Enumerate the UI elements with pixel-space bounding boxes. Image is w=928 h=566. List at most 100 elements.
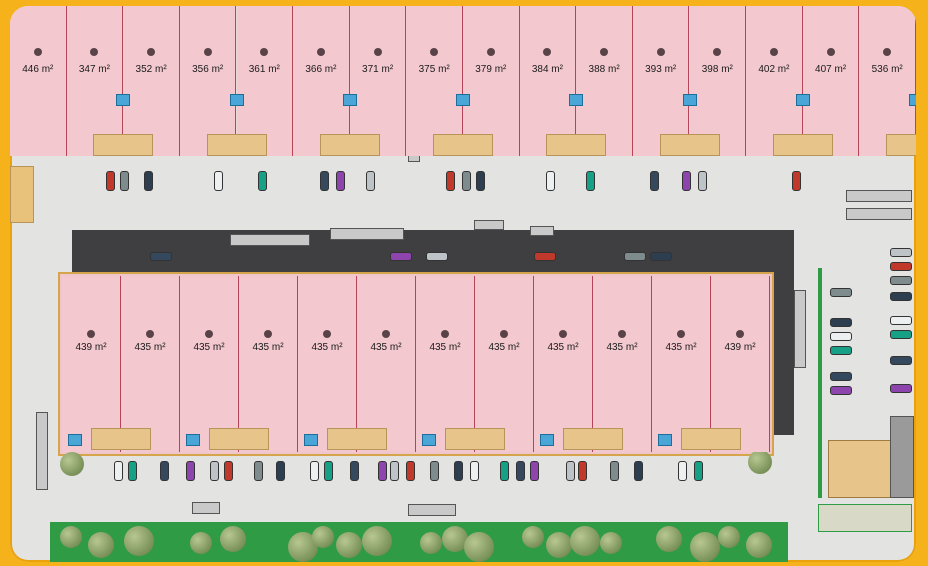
unit-area-label: 361 m²	[248, 64, 280, 75]
truck-icon	[230, 234, 310, 246]
unit-area-label: 435 m²	[311, 342, 343, 353]
parked-car-icon	[694, 461, 703, 481]
warehouse-unit-bottom[interactable]: 435 m²	[534, 276, 593, 452]
unit-number-marker-icon	[769, 48, 778, 56]
parked-car-icon	[430, 461, 439, 481]
unit-area-label: 536 m²	[871, 64, 903, 75]
loading-dock	[563, 428, 623, 450]
parked-car-icon	[476, 171, 485, 191]
parked-car-icon	[586, 171, 595, 191]
parked-car-icon	[320, 171, 329, 191]
parked-car-icon	[470, 461, 479, 481]
parked-car-icon	[128, 461, 137, 481]
loading-dock	[681, 428, 741, 450]
loading-dock	[93, 134, 154, 156]
unit-number-marker-icon	[205, 330, 213, 338]
parked-car-icon	[366, 171, 375, 191]
parked-car-icon	[830, 288, 852, 297]
warehouse-unit-top[interactable]: 361 m²	[236, 6, 294, 156]
parked-car-icon	[214, 171, 223, 191]
warehouse-unit-bottom[interactable]: 435 m²	[593, 276, 652, 452]
warehouse-unit-bottom[interactable]: 439 m²	[711, 276, 770, 452]
parked-car-icon	[516, 461, 525, 481]
warehouse-unit-top[interactable]: 375 m²	[406, 6, 463, 156]
tree-icon	[362, 526, 392, 556]
warehouse-unit-top[interactable]: 536 m²	[859, 6, 916, 156]
tree-icon	[88, 532, 114, 558]
warehouse-unit-top[interactable]: 384 m²	[519, 6, 577, 156]
unit-number-marker-icon	[826, 48, 835, 56]
warehouse-unit-bottom[interactable]: 435 m²	[357, 276, 416, 452]
warehouse-unit-top[interactable]: 356 m²	[179, 6, 237, 156]
warehouse-unit-top[interactable]: 393 m²	[632, 6, 690, 156]
unit-number-marker-icon	[382, 330, 390, 338]
warehouse-unit-bottom[interactable]: 435 m²	[121, 276, 180, 452]
warehouse-unit-bottom[interactable]: 435 m²	[180, 276, 239, 452]
truck-icon	[846, 190, 912, 202]
unit-area-label: 435 m²	[193, 342, 225, 353]
unit-number-marker-icon	[430, 48, 439, 56]
parked-car-icon	[310, 461, 319, 481]
loading-dock	[209, 428, 269, 450]
truck-icon	[36, 412, 48, 490]
loading-dock	[659, 134, 720, 156]
loading-dock-sign-icon	[795, 94, 810, 106]
unit-number-marker-icon	[736, 330, 744, 338]
parked-car-icon	[462, 171, 471, 191]
unit-number-marker-icon	[147, 48, 156, 56]
warehouse-unit-top[interactable]: 388 m²	[576, 6, 633, 156]
unit-area-label: 375 m²	[418, 64, 450, 75]
warehouse-unit-bottom[interactable]: 435 m²	[298, 276, 357, 452]
parked-car-icon	[830, 332, 852, 341]
service-building	[828, 440, 892, 498]
loading-dock-sign-icon	[116, 94, 131, 106]
parked-car-icon	[890, 276, 912, 285]
unit-number-marker-icon	[500, 330, 508, 338]
warehouse-unit-bottom[interactable]: 435 m²	[416, 276, 475, 452]
warehouse-unit-top[interactable]: 347 m²	[66, 6, 124, 156]
parked-car-icon	[106, 171, 115, 191]
parked-car-icon	[144, 171, 153, 191]
unit-area-label: 371 m²	[362, 64, 394, 75]
loading-dock-sign-icon	[456, 94, 470, 106]
warehouse-unit-top[interactable]: 398 m²	[689, 6, 747, 156]
parked-car-icon	[534, 252, 556, 261]
unit-area-label: 402 m²	[758, 64, 790, 75]
warehouse-unit-top[interactable]: 402 m²	[746, 6, 803, 156]
parked-car-icon	[890, 316, 912, 325]
unit-area-label: 435 m²	[252, 342, 284, 353]
unit-number-marker-icon	[373, 48, 382, 56]
unit-number-marker-icon	[486, 48, 495, 56]
parked-car-icon	[390, 252, 412, 261]
left-kiosk	[10, 166, 34, 223]
parked-car-icon	[258, 171, 267, 191]
truck-icon	[794, 290, 806, 368]
service-tower	[890, 416, 914, 498]
warehouse-unit-top[interactable]: 371 m²	[349, 6, 407, 156]
unit-area-label: 435 m²	[665, 342, 697, 353]
unit-number-marker-icon	[618, 330, 626, 338]
parked-car-icon	[454, 461, 463, 481]
warehouse-unit-top[interactable]: 446 m²	[10, 6, 67, 156]
warehouse-unit-top[interactable]: 407 m²	[802, 6, 860, 156]
warehouse-unit-top[interactable]: 379 m²	[463, 6, 520, 156]
warehouse-unit-bottom[interactable]: 439 m²	[62, 276, 121, 452]
warehouse-unit-bottom[interactable]: 435 m²	[239, 276, 298, 452]
unit-number-marker-icon	[260, 48, 269, 56]
unit-area-label: 435 m²	[547, 342, 579, 353]
parked-car-icon	[324, 461, 333, 481]
unit-area-label: 435 m²	[370, 342, 402, 353]
tree-icon	[464, 532, 494, 562]
parked-car-icon	[830, 346, 852, 355]
loading-dock-sign-icon	[569, 94, 584, 106]
parked-car-icon	[500, 461, 509, 481]
warehouse-unit-top[interactable]: 366 m²	[293, 6, 350, 156]
warehouse-unit-bottom[interactable]: 435 m²	[475, 276, 534, 452]
unit-area-label: 435 m²	[488, 342, 520, 353]
parked-car-icon	[186, 461, 195, 481]
tree-icon	[746, 532, 772, 558]
warehouse-unit-top[interactable]: 352 m²	[123, 6, 180, 156]
warehouse-unit-bottom[interactable]: 435 m²	[652, 276, 711, 452]
tree-icon	[546, 532, 572, 558]
